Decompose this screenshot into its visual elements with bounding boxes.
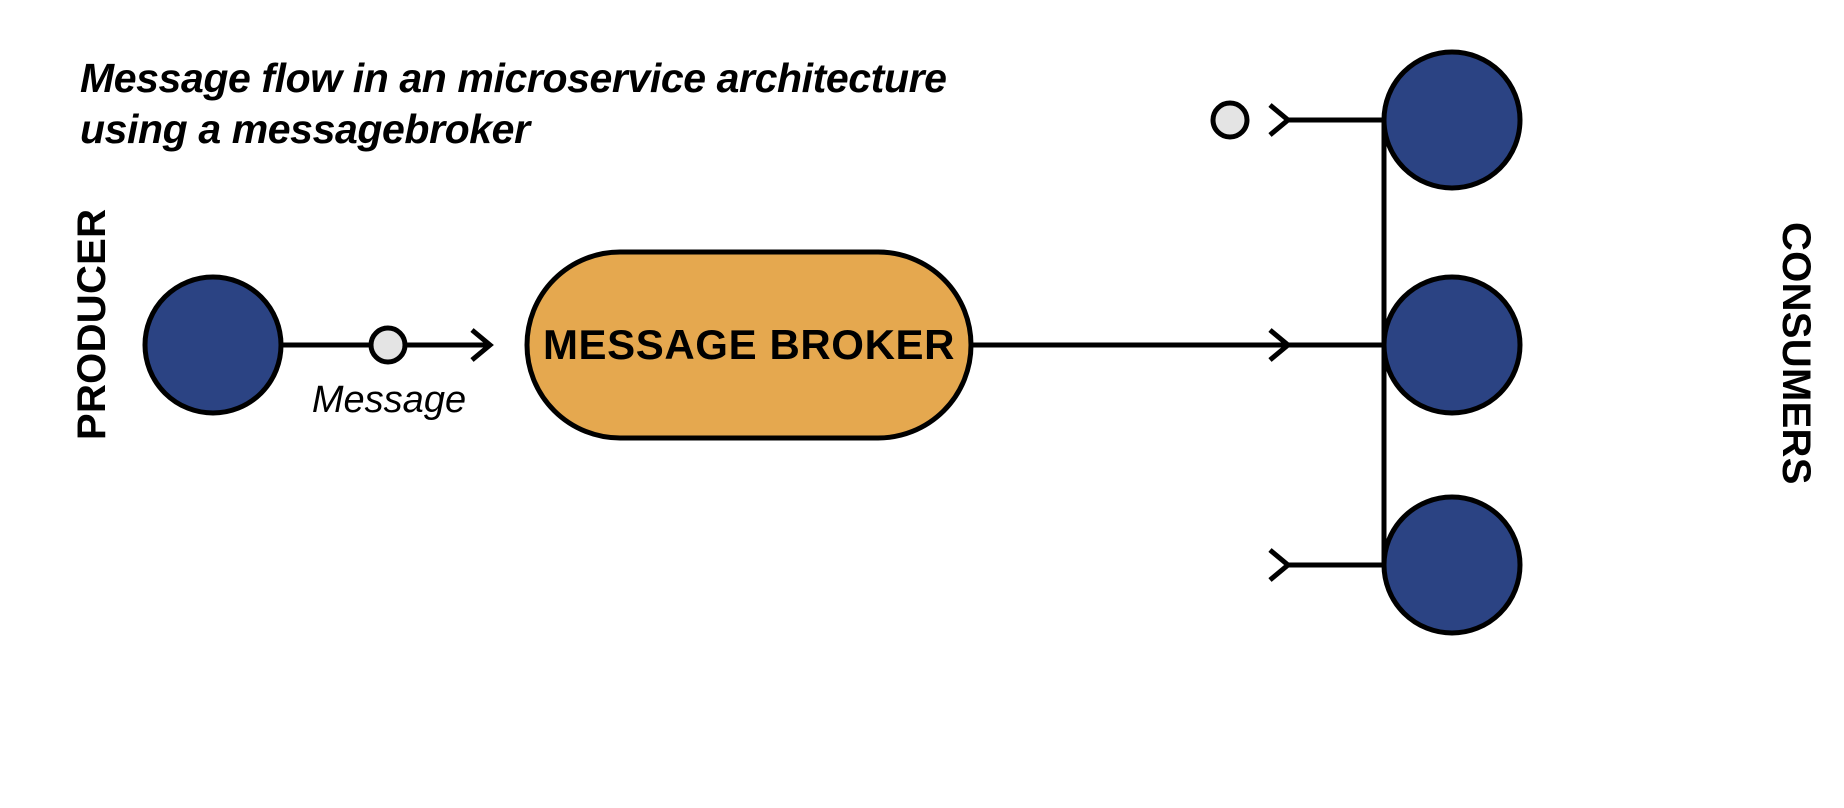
edge-broker-to-consumer-2 <box>1268 328 1384 362</box>
message-dot-producer-to-broker <box>368 325 408 365</box>
diagram-title: Message flow in an microservice architec… <box>80 55 947 152</box>
edge-broker-to-consumer-1 <box>1210 100 1384 140</box>
consumer-node-1[interactable] <box>1381 49 1523 191</box>
edge-broker-to-consumer-3 <box>1268 548 1384 582</box>
edge-producer-to-broker: Message <box>281 325 494 421</box>
message-broker-label: MESSAGE BROKER <box>543 321 955 368</box>
message-broker-node[interactable]: MESSAGE BROKER <box>524 249 974 441</box>
edge-label-message: Message <box>312 379 466 421</box>
consumers-group-label-text: CONSUMERS <box>1774 222 1818 485</box>
edge-producer-to-broker-arrowhead <box>470 328 494 362</box>
producer-node[interactable] <box>142 274 284 416</box>
consumers-group-label: CONSUMERS <box>1774 222 1818 485</box>
producer-group-label-text: PRODUCER <box>70 209 114 440</box>
diagram-title-line-2: using a messagebroker <box>80 106 532 152</box>
edge-broker-to-consumer-1-arrowhead <box>1268 103 1292 137</box>
edge-broker-to-consumer-3-arrowhead <box>1268 548 1292 582</box>
message-dot-broker-to-consumer-1 <box>1210 100 1250 140</box>
diagram-title-line-1: Message flow in an microservice architec… <box>80 55 947 101</box>
edge-broker-to-consumer-2-arrowhead <box>1268 328 1292 362</box>
consumer-node-2[interactable] <box>1381 274 1523 416</box>
consumer-node-3[interactable] <box>1381 494 1523 636</box>
producer-group-label: PRODUCER <box>70 209 114 440</box>
